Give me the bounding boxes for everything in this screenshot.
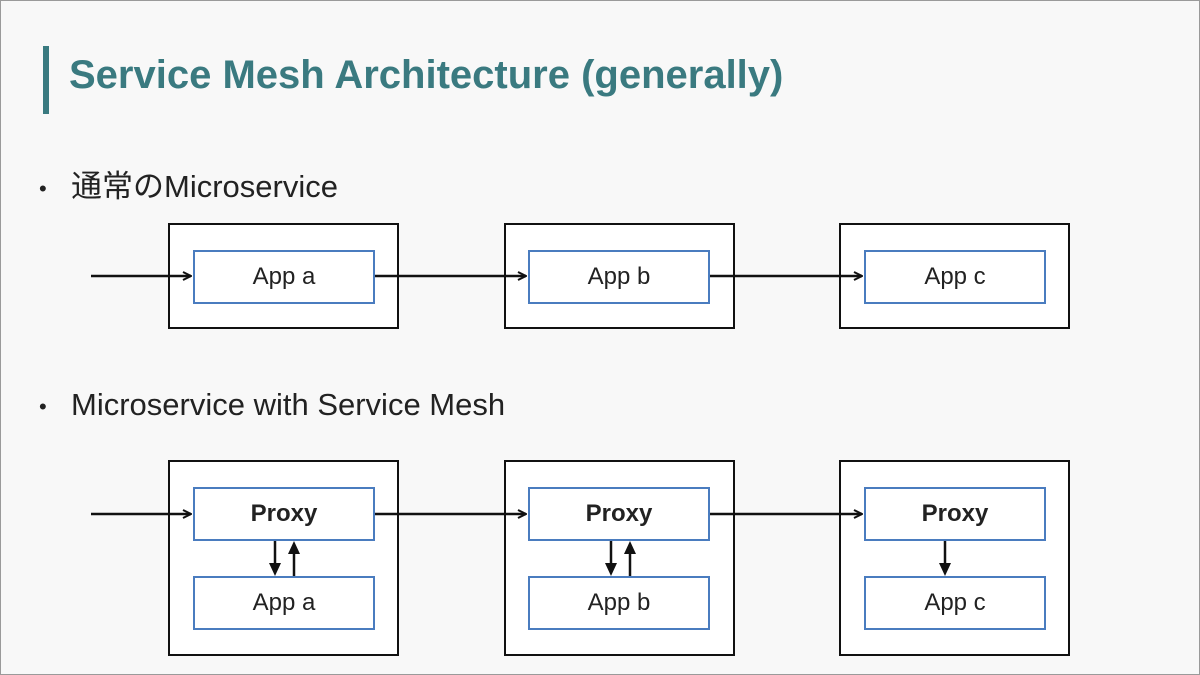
bullet-text: 通常のMicroservice [71, 169, 338, 204]
proxy-c-box: Proxy [864, 487, 1046, 541]
bullet-text: Microservice with Service Mesh [71, 387, 506, 422]
arrowhead-up-b [624, 541, 636, 554]
app-b-box: App b [528, 250, 710, 304]
app-c-box: App c [864, 250, 1046, 304]
mesh-app-a-box: App a [193, 576, 375, 630]
bullet-service-mesh: • Microservice with Service Mesh [39, 387, 505, 423]
title-accent-bar [43, 46, 49, 114]
arrowhead-down-b [605, 563, 617, 576]
mesh-app-c-box: App c [864, 576, 1046, 630]
bullet-normal-microservice: • 通常のMicroservice [39, 161, 338, 206]
app-a-box: App a [193, 250, 375, 304]
arrowhead-down-c [939, 563, 951, 576]
bullet-dot-icon: • [39, 175, 47, 201]
proxy-a-box: Proxy [193, 487, 375, 541]
slide-title: Service Mesh Architecture (generally) [69, 53, 784, 97]
proxy-b-box: Proxy [528, 487, 710, 541]
arrowhead-up-a [288, 541, 300, 554]
arrowhead-down-a [269, 563, 281, 576]
mesh-app-b-box: App b [528, 576, 710, 630]
bullet-dot-icon: • [39, 393, 47, 419]
